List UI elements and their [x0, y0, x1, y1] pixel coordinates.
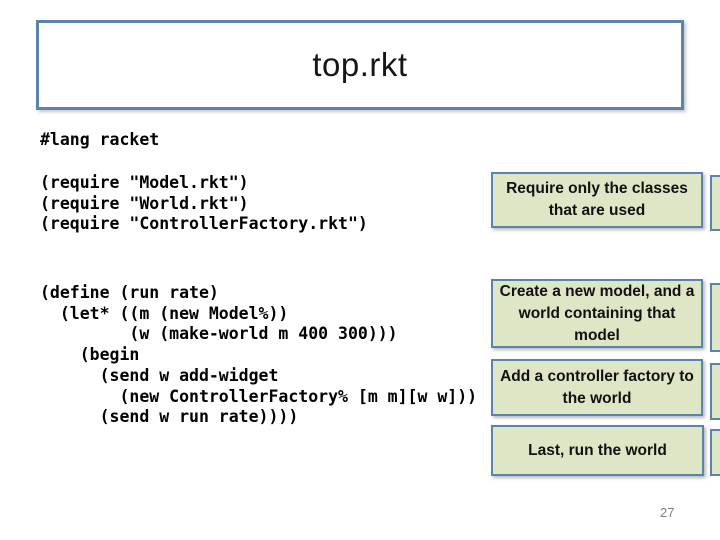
callout-add-controller-factory-text: Add a controller factory to the world: [500, 367, 694, 407]
callout-edge-fragment-3: [710, 363, 720, 420]
callout-require-classes: Require only the classes that are used: [491, 172, 703, 228]
callout-require-classes-text: Require only the classes that are used: [506, 180, 688, 219]
code-lang-line: #lang racket: [40, 130, 160, 149]
callout-edge-fragment-2: [710, 283, 720, 352]
title-box: top.rkt: [36, 20, 684, 110]
code-require-block: (require "Model.rkt") (require "World.rk…: [40, 173, 368, 234]
code-define-block: (define (run rate) (let* ((m (new Model%…: [40, 283, 478, 427]
callout-run-world: Last, run the world: [491, 425, 704, 476]
callout-create-model: Create a new model, and a world containi…: [491, 279, 703, 348]
callout-run-world-text: Last, run the world: [528, 441, 667, 459]
callout-edge-fragment-4: [710, 429, 720, 476]
callout-create-model-text: Create a new model, and a world containi…: [499, 282, 695, 344]
slide-title: top.rkt: [312, 46, 408, 83]
page-number: 27: [660, 505, 675, 520]
callout-edge-fragment-1: [710, 175, 720, 231]
callout-add-controller-factory: Add a controller factory to the world: [491, 359, 703, 416]
